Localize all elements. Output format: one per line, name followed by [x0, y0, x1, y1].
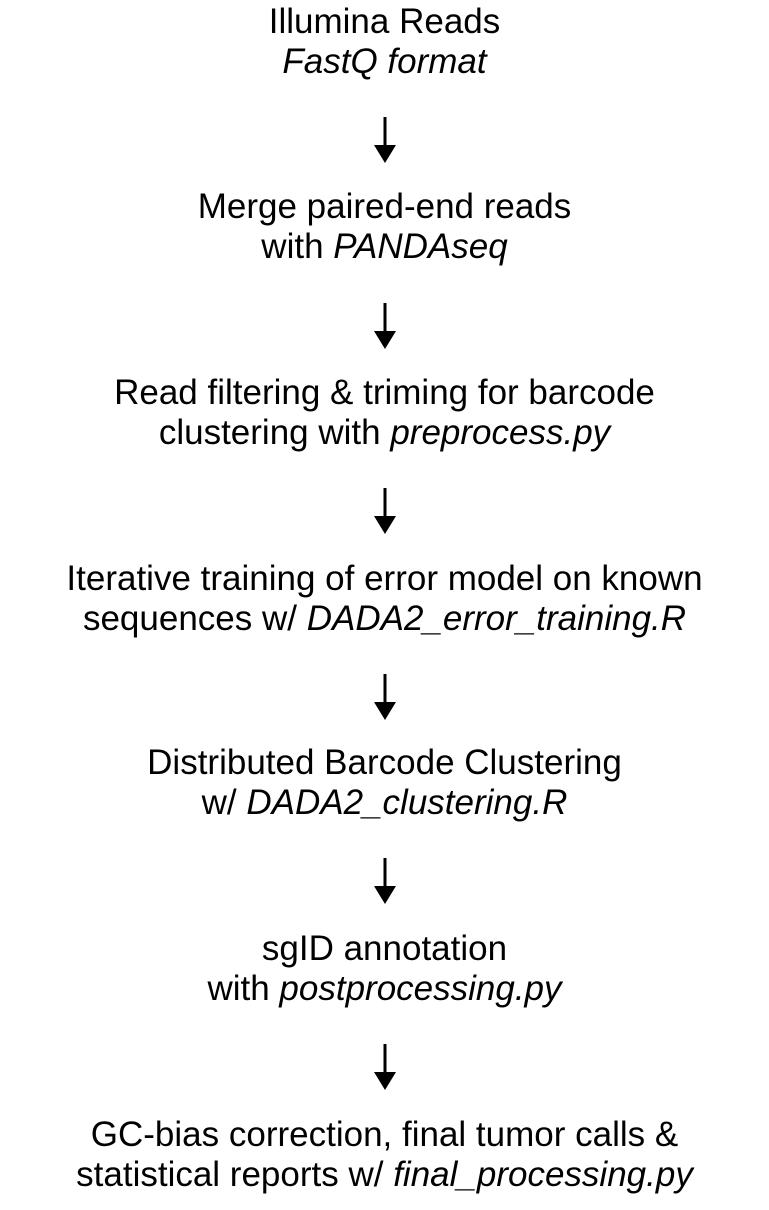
- step-subtitle: statistical reports w/ final_processing.…: [76, 1155, 693, 1194]
- step-barcode-clustering: Distributed Barcode Clustering w/ DADA2_…: [0, 743, 769, 823]
- down-arrow-icon: [372, 488, 398, 534]
- tool-name: FastQ format: [282, 42, 487, 81]
- step-final-processing: GC-bias correction, final tumor calls & …: [0, 1115, 769, 1195]
- tool-name: DADA2_clustering.R: [246, 783, 568, 822]
- step-title: Illumina Reads: [268, 2, 501, 41]
- down-arrow-icon: [372, 858, 398, 904]
- down-arrow-icon: [372, 1044, 398, 1090]
- step-title: sgID annotation: [261, 929, 508, 968]
- step-merge-reads: Merge paired-end reads with PANDAseq: [0, 187, 769, 267]
- tool-name: final_processing.py: [393, 1155, 693, 1194]
- step-title: Read filtering & triming for barcode: [114, 373, 655, 412]
- step-subtitle: with PANDAseq: [261, 227, 508, 266]
- step-title: Iterative training of error model on kno…: [66, 559, 703, 598]
- down-arrow-icon: [372, 303, 398, 349]
- step-subtitle: sequences w/ DADA2_error_training.R: [82, 599, 687, 638]
- step-title: Distributed Barcode Clustering: [147, 743, 622, 782]
- tool-name: preprocess.py: [390, 413, 611, 452]
- step-error-training: Iterative training of error model on kno…: [0, 559, 769, 639]
- tool-name: DADA2_error_training.R: [306, 599, 687, 638]
- down-arrow-icon: [372, 117, 398, 163]
- step-subtitle: w/ DADA2_clustering.R: [201, 783, 568, 822]
- tool-name: PANDAseq: [333, 227, 508, 266]
- step-illumina-reads: Illumina Reads FastQ format: [0, 2, 769, 82]
- tool-name: postprocessing.py: [279, 969, 562, 1008]
- down-arrow-icon: [372, 674, 398, 720]
- step-subtitle: with postprocessing.py: [207, 969, 562, 1008]
- step-subtitle: FastQ format: [0, 42, 769, 82]
- step-sgid-annotation: sgID annotation with postprocessing.py: [0, 929, 769, 1009]
- step-subtitle: clustering with preprocess.py: [158, 413, 611, 452]
- step-title: GC-bias correction, final tumor calls &: [90, 1115, 679, 1154]
- step-title: Merge paired-end reads: [197, 187, 572, 226]
- step-read-filtering: Read filtering & triming for barcode clu…: [0, 373, 769, 453]
